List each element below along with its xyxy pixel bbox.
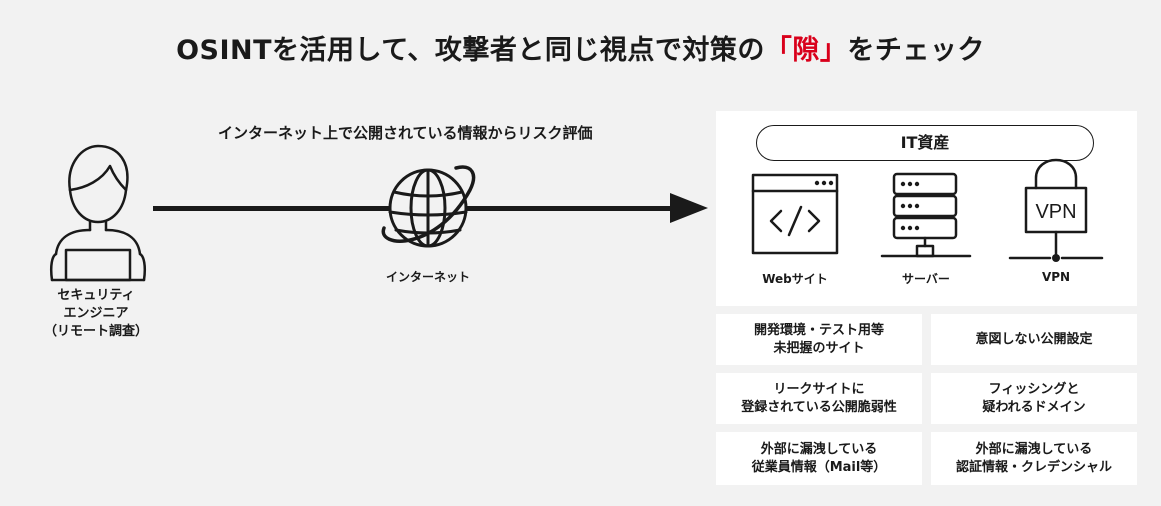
asset-label-vpn: VPN — [1041, 270, 1071, 284]
risk-unintended-exposure: 意図しない公開設定 — [931, 314, 1137, 365]
asset-label-server: サーバー — [902, 272, 950, 286]
risk-leaked-credentials: 外部に漏洩している 認証情報・クレデンシャル — [931, 432, 1137, 485]
engineer-label: セキュリティ エンジニア （リモート調査） — [43, 288, 148, 339]
title-text: OSINTを活用して、攻撃者と同じ視点で対策の — [176, 35, 765, 66]
title-highlight: 「隙」 — [764, 35, 848, 66]
page-title: OSINTを活用して、攻撃者と同じ視点で対策の「隙」をチェック — [0, 28, 1161, 67]
engineer-laptop-icon — [49, 144, 147, 282]
server-rack-icon — [880, 172, 972, 258]
title-text-end: をチェック — [847, 35, 985, 66]
vpn-lock-icon: VPN — [1008, 158, 1104, 262]
it-assets-header: IT資産 — [756, 125, 1094, 161]
internet-label: インターネット — [385, 270, 470, 284]
arrow-label: インターネット上で公開されている情報からリスク評価 — [218, 124, 593, 142]
it-assets-panel — [716, 111, 1137, 306]
risk-phishing-domains: フィッシングと 疑われるドメイン — [931, 373, 1137, 424]
asset-label-website: Webサイト — [762, 272, 828, 286]
svg-text:VPN: VPN — [1035, 201, 1076, 223]
globe-icon — [381, 165, 476, 248]
web-browser-code-icon — [751, 173, 839, 255]
risk-unmanaged-sites: 開発環境・テスト用等 未把握のサイト — [716, 314, 922, 365]
risk-leaked-vulnerabilities: リークサイトに 登録されている公開脆弱性 — [716, 373, 922, 424]
arrow-head — [670, 193, 708, 223]
risk-leaked-employee-info: 外部に漏洩している 従業員情報（Mail等） — [716, 432, 922, 485]
